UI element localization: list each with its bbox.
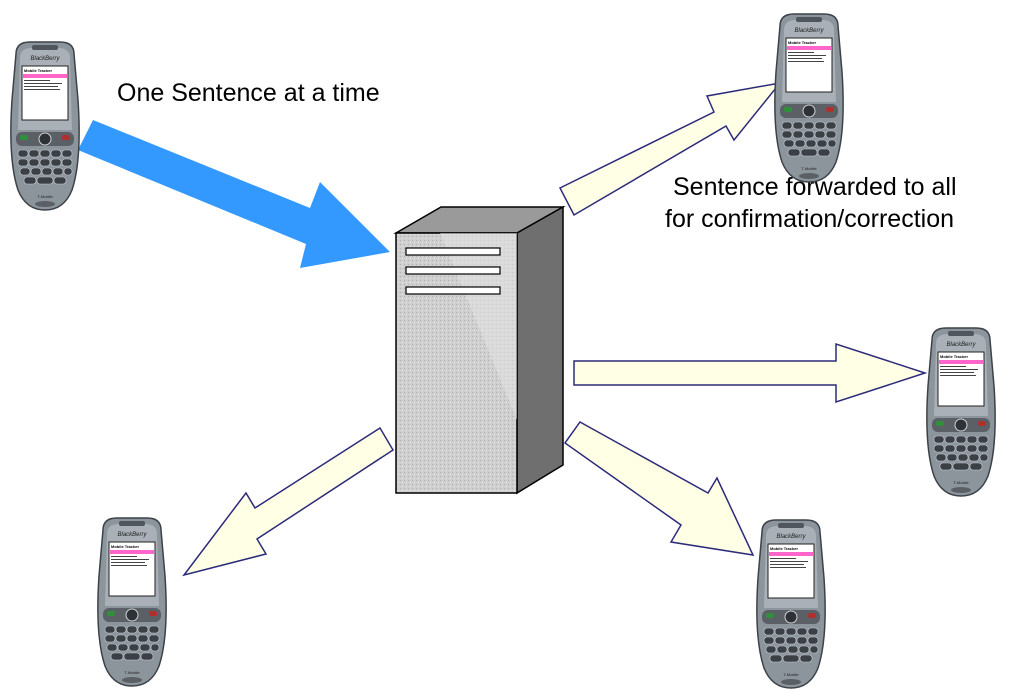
phone-top-right: BlackBerry Mobile Tracker T-Mobile: [770, 12, 848, 184]
phone-screen-title: Mobile Tracker: [788, 40, 816, 45]
phone-screen-title: Mobile Tracker: [940, 354, 968, 359]
output-arrow-bottom-left: [182, 426, 395, 577]
phone-screen-title: Mobile Tracker: [111, 544, 139, 549]
phone-screen-title: Mobile Tracker: [24, 68, 52, 73]
phone-right: BlackBerry Mobile Tracker T-Mobile: [922, 326, 1000, 498]
phone-carrier: T-Mobile: [37, 194, 53, 199]
phone-icon: BlackBerry Mobile Tracker T-Mobile: [10, 41, 80, 211]
output-arrow-top-right: [558, 81, 782, 217]
phone-carrier: T-Mobile: [801, 166, 817, 171]
phone-icon: BlackBerry Mobile Tracker T-Mobile: [97, 517, 167, 687]
phone-carrier: T-Mobile: [124, 670, 140, 675]
phone-brand: BlackBerry: [946, 342, 976, 348]
server-icon: [393, 205, 566, 495]
broadcast-label-line2: for confirmation/correction: [665, 205, 955, 233]
phone-brand: BlackBerry: [30, 56, 60, 62]
phone-brand: BlackBerry: [794, 28, 824, 34]
phone-bottom-left: BlackBerry Mobile Tracker T-Mobile: [93, 516, 171, 688]
phone-carrier: T-Mobile: [953, 480, 969, 485]
input-label: One Sentence at a time: [117, 79, 380, 107]
output-arrow-bottom-right: [563, 421, 755, 556]
phone-brand: BlackBerry: [117, 532, 147, 538]
phone-screen-title: Mobile Tracker: [770, 546, 798, 551]
input-arrow: [78, 120, 390, 268]
phone-brand: BlackBerry: [776, 534, 806, 540]
phone-bottom-right: BlackBerry Mobile Tracker T-Mobile: [752, 518, 830, 690]
phone-icon: BlackBerry Mobile Tracker T-Mobile: [926, 327, 996, 497]
phone-icon: BlackBerry Mobile Tracker T-Mobile: [756, 519, 826, 689]
phone-sender: BlackBerry Mobile Tracker T-Mobile: [6, 40, 84, 212]
output-arrow-right: [573, 342, 928, 404]
phone-carrier: T-Mobile: [783, 672, 799, 677]
phone-icon: BlackBerry Mobile Tracker T-Mobile: [774, 13, 844, 183]
